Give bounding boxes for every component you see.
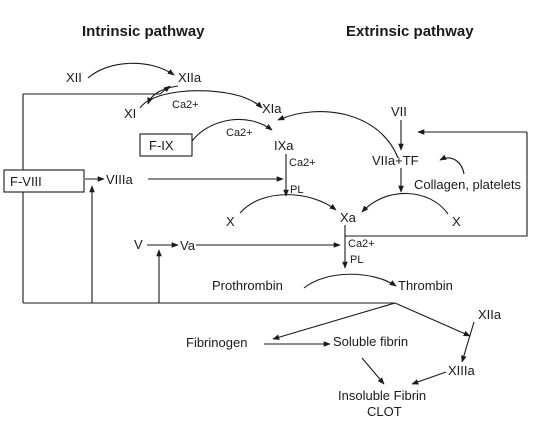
label-va: Va <box>180 238 196 253</box>
arrow-xiia-to-xi-reaction <box>147 85 179 105</box>
label-soluble-fibrin: Soluble fibrin <box>333 334 408 349</box>
label-x-right: X <box>452 214 461 229</box>
label-xi: XI <box>124 106 136 121</box>
arrow-xi-to-xia <box>139 90 263 109</box>
label-factor-viii: F-VIII <box>10 174 42 189</box>
factor-ix-box <box>139 133 193 157</box>
arrow-xiiia-to-insoluble-fibrin <box>411 371 447 385</box>
thrombin-feedback-to-xiia-arrow <box>23 85 171 95</box>
arrow-fix-to-ixa <box>191 118 273 142</box>
label-ca-xa: Ca2+ <box>348 238 375 250</box>
label-factor-ix: F-IX <box>149 138 174 153</box>
arrow-xiia-to-xiiia <box>461 321 475 363</box>
arrow-thrombin-to-fibrinogen <box>272 302 396 340</box>
intrinsic-pathway-heading: Intrinsic pathway <box>82 23 205 40</box>
extrinsic-pathway-heading: Extrinsic pathway <box>346 23 474 40</box>
label-insoluble-fibrin: Insoluble Fibrin <box>338 388 426 403</box>
label-ca-ixa: Ca2+ <box>226 127 253 139</box>
label-xiia-top: XIIa <box>178 70 202 85</box>
label-ixa: IXa <box>274 138 294 153</box>
label-pl-ixa: PL <box>290 184 303 196</box>
label-viiia: VIIIa <box>106 172 134 187</box>
label-prothrombin: Prothrombin <box>212 278 283 293</box>
label-xiiia: XIIIa <box>448 363 476 378</box>
arrow-soluble-to-insoluble-fibrin <box>361 357 385 385</box>
label-x-left: X <box>226 214 235 229</box>
label-xii: XII <box>66 70 82 85</box>
arrow-xii-to-xiia <box>87 62 175 79</box>
arrow-x-to-xa-left <box>239 194 337 214</box>
arrow-collagen-to-viia-tf <box>439 154 465 175</box>
label-ca-xia: Ca2+ <box>172 99 199 111</box>
xa-feedback-right-line <box>345 132 528 237</box>
label-clot: CLOT <box>367 404 402 419</box>
arrow-x-to-xa-right <box>361 192 449 215</box>
label-v: V <box>134 237 143 252</box>
label-fibrinogen: Fibrinogen <box>186 335 247 350</box>
arrow-thrombin-to-xiia <box>394 302 471 337</box>
label-pl-xa: PL <box>350 254 363 266</box>
label-viia-tf: VIIa+TF <box>372 153 419 168</box>
label-collagen-platelets: Collagen, platelets <box>414 177 521 192</box>
factor-viii-box <box>3 169 85 193</box>
label-xia: XIa <box>262 101 282 116</box>
label-thrombin: Thrombin <box>398 278 453 293</box>
label-vii: VII <box>391 104 407 119</box>
label-xa: Xa <box>340 210 357 225</box>
label-xiia-bottom: XIIa <box>478 307 502 322</box>
arrow-prothrombin-to-thrombin <box>303 273 397 289</box>
arrow-viia-tf-to-ixa <box>277 111 399 159</box>
label-ca-ixa-right: Ca2+ <box>289 157 316 169</box>
